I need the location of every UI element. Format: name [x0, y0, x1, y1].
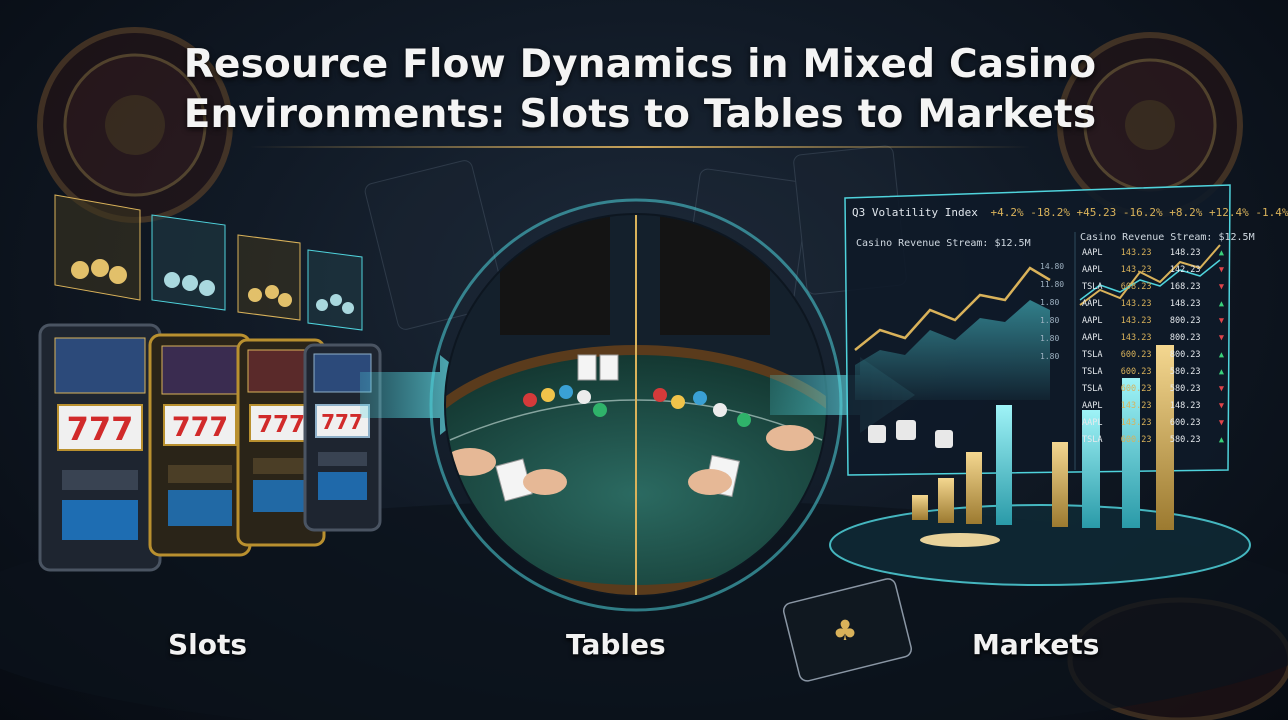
- slot-machine-2: 777: [148, 333, 252, 557]
- tables-circle: [429, 198, 843, 612]
- ticker-value: 148.23: [1169, 248, 1201, 258]
- arrow-down-icon: ▼: [1218, 333, 1224, 343]
- ticker-symbol: TSLA: [1082, 282, 1103, 292]
- ticker-price: 143.23: [1120, 265, 1152, 275]
- ticker-row: AAPL 143.23 148.23 ▲: [1082, 245, 1224, 262]
- ticker-symbol: TSLA: [1082, 435, 1103, 445]
- left-chart-title: Casino Revenue Stream: $12.5M: [856, 238, 1031, 249]
- volatility-headline: Q3 Volatility Index +4.2% -18.2% +45.23 …: [852, 206, 1288, 219]
- right-chart-title: Casino Revenue Stream: $12.5M: [1080, 232, 1255, 243]
- slot-machine-3: 777: [236, 338, 326, 547]
- club-icon: ♣: [832, 614, 857, 647]
- foreground-club-card: ♣: [782, 578, 913, 682]
- arrow-up-icon: ▲: [1218, 299, 1224, 309]
- ticker-row: AAPL 143.23 800.23 ▼: [1082, 330, 1224, 347]
- ticker-value: 148.23: [1169, 401, 1201, 411]
- arrow-down-icon: ▼: [1218, 384, 1224, 394]
- title-line-2: Environments: Slots to Tables to Markets: [183, 92, 1097, 137]
- ticker-strip: +4.2% -18.2% +45.23 -16.2% +8.2% +12.4% …: [990, 206, 1288, 219]
- ticker-price: 143.23: [1120, 248, 1152, 258]
- reel-text-3: 777: [257, 412, 305, 438]
- ticker-table: AAPL 143.23 148.23 ▲ AAPL 143.23 142.23 ▼ TSLA 60…: [1082, 245, 1224, 449]
- slot-machines: 777 777 777 777: [38, 323, 382, 572]
- arrow-up-icon: ▲: [1218, 367, 1224, 377]
- arrow-down-icon: ▼: [1218, 316, 1224, 326]
- ticker-price: 600.23: [1120, 384, 1152, 394]
- ticker-row: AAPL 143.23 600.23 ▼: [1082, 415, 1224, 432]
- ticker-price: 600.23: [1120, 350, 1152, 360]
- ticker-price: 600.23: [1120, 435, 1152, 445]
- ticker-symbol: AAPL: [1082, 418, 1103, 428]
- ticker-price: 143.23: [1120, 333, 1152, 343]
- ticker-value: 600.23: [1169, 418, 1201, 428]
- ticker-price: 608.23: [1120, 282, 1152, 292]
- arrow-down-icon: ▼: [1218, 418, 1224, 428]
- ticker-row: TSLA 600.23 580.23 ▲: [1082, 432, 1224, 449]
- arrow-down-icon: ▼: [1218, 282, 1224, 292]
- roulette-wheel-right: [1057, 32, 1243, 218]
- arrow-up-icon: ▲: [1218, 350, 1224, 360]
- label-markets: Markets: [972, 628, 1100, 661]
- ticker-row: TSLA 600.23 800.23 ▲: [1082, 347, 1224, 364]
- ticker-price: 143.23: [1120, 418, 1152, 428]
- arrow-up-icon: ▲: [1218, 248, 1224, 258]
- page-title: Resource Flow Dynamics in Mixed Casino E…: [0, 40, 1280, 140]
- ticker-price: 600.23: [1120, 367, 1152, 377]
- ticker-value: 580.23: [1169, 384, 1201, 394]
- ticker-value: 800.23: [1169, 350, 1201, 360]
- title-divider: [250, 146, 1030, 148]
- title-line-1: Resource Flow Dynamics in Mixed Casino: [183, 42, 1097, 87]
- market-bars: [829, 345, 1251, 586]
- ticker-value: 580.23: [1169, 435, 1201, 445]
- ticker-symbol: AAPL: [1082, 248, 1103, 258]
- label-tables: Tables: [566, 628, 666, 661]
- ticker-price: 143.23: [1120, 316, 1152, 326]
- ticker-price: 143.23: [1120, 299, 1152, 309]
- axis-value: 1.80: [1040, 334, 1060, 343]
- reel-text-4: 777: [321, 410, 363, 434]
- arrow-down-icon: ▼: [1218, 265, 1224, 275]
- ticker-row: TSLA 600.23 580.23 ▼: [1082, 381, 1224, 398]
- ticker-symbol: AAPL: [1082, 333, 1103, 343]
- ticker-symbol: AAPL: [1082, 316, 1103, 326]
- ticker-symbol: AAPL: [1082, 265, 1103, 275]
- ticker-price: 143.23: [1120, 401, 1152, 411]
- ticker-row: AAPL 143.23 148.23 ▼: [1082, 398, 1224, 415]
- ticker-value: 168.23: [1169, 282, 1201, 292]
- arrow-up-icon: ▲: [1218, 435, 1224, 445]
- ticker-symbol: AAPL: [1082, 299, 1103, 309]
- arrow-down-icon: ▼: [1218, 401, 1224, 411]
- ticker-symbol: TSLA: [1082, 384, 1103, 394]
- ticker-row: TSLA 608.23 168.23 ▼: [1082, 279, 1224, 296]
- label-slots: Slots: [168, 628, 248, 661]
- axis-value: 1.80: [1040, 316, 1060, 325]
- ticker-symbol: TSLA: [1082, 350, 1103, 360]
- axis-value: 1.80: [1040, 298, 1060, 307]
- roulette-wheel-left: [37, 27, 233, 223]
- ticker-value: 580.23: [1169, 367, 1201, 377]
- ticker-value: 148.23: [1169, 299, 1201, 309]
- ticker-row: AAPL 143.23 148.23 ▲: [1082, 296, 1224, 313]
- axis-values: 14.80 11.80 1.80 1.80 1.80 1.80: [1040, 258, 1068, 366]
- ticker-symbol: AAPL: [1082, 401, 1103, 411]
- ticker-value: 800.23: [1169, 316, 1201, 326]
- axis-value: 1.80: [1040, 352, 1060, 361]
- reel-text-1: 777: [67, 410, 134, 448]
- slot-machine-1: 777: [38, 323, 162, 572]
- ticker-value: 800.23: [1169, 333, 1201, 343]
- ticker-value: 142.23: [1169, 265, 1201, 275]
- ticker-row: TSLA 600.23 580.23 ▲: [1082, 364, 1224, 381]
- axis-value: 14.80: [1040, 262, 1065, 271]
- reel-text-2: 777: [172, 412, 228, 443]
- ticker-row: AAPL 143.23 142.23 ▼: [1082, 262, 1224, 279]
- slot-hologram-panels: [54, 194, 363, 331]
- ticker-row: AAPL 143.23 800.23 ▼: [1082, 313, 1224, 330]
- ticker-symbol: TSLA: [1082, 367, 1103, 377]
- volatility-index-label: Q3 Volatility Index: [852, 206, 978, 219]
- axis-value: 11.80: [1040, 280, 1065, 289]
